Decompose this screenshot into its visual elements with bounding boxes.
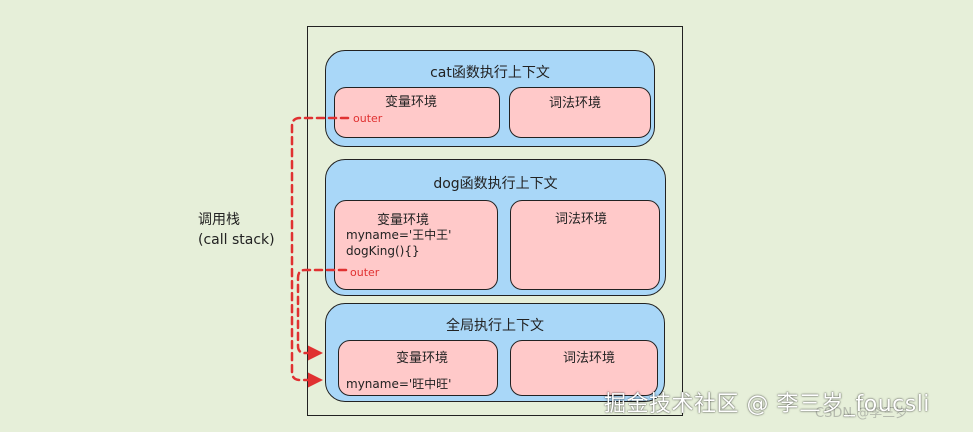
- dog-outer-label: outer: [350, 266, 380, 279]
- dog-var-line-1: myname='王中王': [346, 228, 452, 242]
- dog-var-line-2: dogKing(){}: [346, 244, 420, 258]
- watermark-sub: CSDN @李三岁: [815, 406, 909, 421]
- watermark-main: 掘金技术社区 @ 李三岁_foucsli: [604, 392, 930, 417]
- dog-variable-env: 变量环境 myname='王中王' dogKing(){} outer: [334, 200, 498, 290]
- dog-context-title: dog函数执行上下文: [433, 176, 558, 192]
- call-stack-label: 调用栈 (call stack): [198, 210, 275, 250]
- cat-lexical-env: 词法环境: [509, 87, 651, 138]
- cat-lexical-env-title: 词法环境: [549, 96, 602, 111]
- dog-variable-env-title: 变量环境: [377, 213, 430, 228]
- cat-outer-label: outer: [353, 112, 383, 125]
- cat-variable-env-title: 变量环境: [385, 95, 438, 110]
- global-lexical-env-title: 词法环境: [563, 351, 616, 366]
- cat-context: cat函数执行上下文 变量环境 outer 词法环境: [325, 50, 655, 147]
- global-variable-env-title: 变量环境: [396, 351, 449, 366]
- global-context-title: 全局执行上下文: [446, 318, 544, 334]
- cat-variable-env: 变量环境 outer: [334, 87, 500, 138]
- dog-context: dog函数执行上下文 变量环境 myname='王中王' dogKing(){}…: [325, 159, 666, 296]
- global-var-line-1: myname='旺中旺': [346, 377, 452, 391]
- dog-lexical-env-title: 词法环境: [555, 212, 608, 227]
- cat-context-title: cat函数执行上下文: [430, 65, 550, 81]
- call-stack-label-en: (call stack): [198, 232, 275, 248]
- global-lexical-env: 词法环境: [510, 340, 658, 396]
- global-context: 全局执行上下文 变量环境 myname='旺中旺' 词法环境: [325, 303, 665, 402]
- global-variable-env: 变量环境 myname='旺中旺': [338, 340, 498, 396]
- dog-lexical-env: 词法环境: [510, 200, 660, 290]
- call-stack-label-cn: 调用栈: [198, 212, 240, 228]
